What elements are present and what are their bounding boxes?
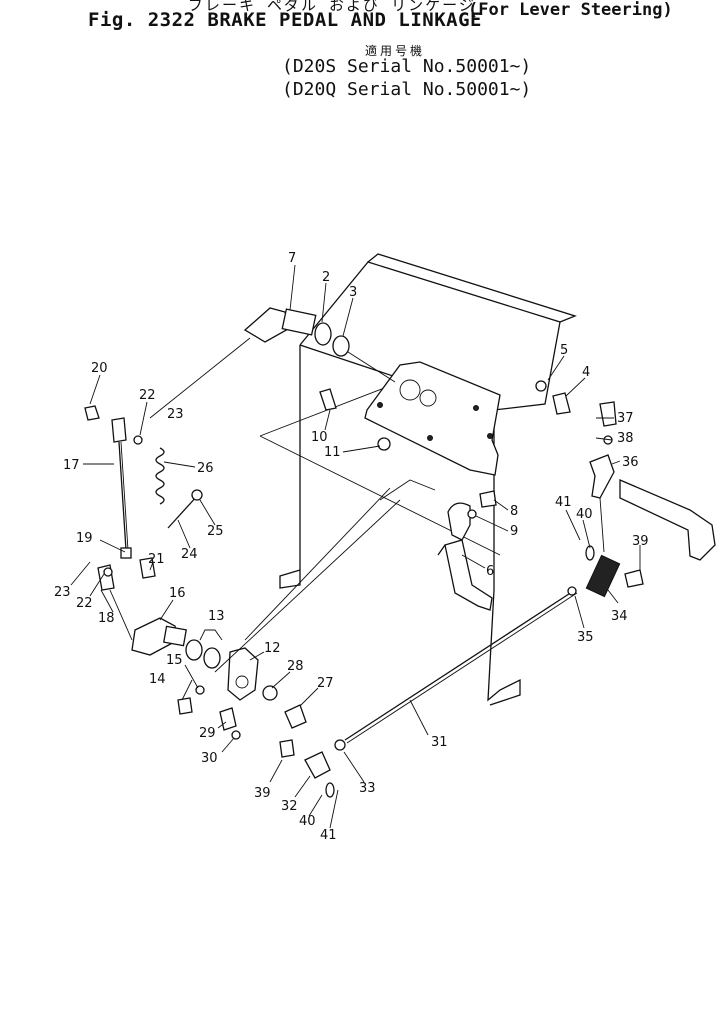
callout-27: 27 xyxy=(317,676,334,691)
callout-25: 25 xyxy=(207,524,224,539)
callout-4: 4 xyxy=(582,365,590,380)
callout-34: 34 xyxy=(611,609,628,624)
right-shaft-arm xyxy=(589,454,716,561)
callout-38: 38 xyxy=(617,431,634,446)
callout-29: 29 xyxy=(199,726,216,741)
callout-40: 40 xyxy=(576,507,593,522)
callout-18: 18 xyxy=(98,611,115,626)
callout-21: 21 xyxy=(148,552,165,567)
callout-41b: 41 xyxy=(320,828,337,843)
figure-title: Fig. 2322 BRAKE PEDAL AND LINKAGE xyxy=(88,9,482,31)
japanese-title: ブレーキ ペダル および リンケージ xyxy=(188,0,476,14)
callout-14: 14 xyxy=(149,672,166,687)
callout-9: 9 xyxy=(510,524,518,539)
callout-22: 22 xyxy=(139,388,156,403)
lever-steering-note: (For Lever Steering) xyxy=(468,0,673,20)
callout-5: 5 xyxy=(560,343,568,358)
callout-32: 32 xyxy=(281,799,298,814)
callout-7: 7 xyxy=(288,251,296,266)
part-callouts: 7 2 3 5 4 20 22 23 17 10 11 26 37 38 36 … xyxy=(54,251,649,843)
callout-20: 20 xyxy=(91,361,108,376)
callout-11: 11 xyxy=(324,445,341,460)
callout-24: 24 xyxy=(181,547,198,562)
callout-15: 15 xyxy=(166,653,183,668)
rod-31 xyxy=(284,554,621,779)
callout-39: 39 xyxy=(632,534,649,549)
callout-41: 41 xyxy=(555,495,572,510)
mounting-plate xyxy=(364,361,501,476)
callout-36: 36 xyxy=(622,455,639,470)
bolts xyxy=(84,380,644,798)
callout-6: 6 xyxy=(486,564,494,579)
callout-22b: 22 xyxy=(76,596,93,611)
callout-28: 28 xyxy=(287,659,304,674)
lower-lever-assembly xyxy=(131,617,259,701)
callout-10: 10 xyxy=(311,430,328,445)
return-spring xyxy=(155,447,203,529)
leader-lines xyxy=(70,264,641,829)
brake-pedal xyxy=(437,502,493,611)
callout-31: 31 xyxy=(431,735,448,750)
callout-8: 8 xyxy=(510,504,518,519)
callout-12: 12 xyxy=(264,641,281,656)
serial-line-d20q: (D20Q Serial No.50001~) xyxy=(282,79,532,100)
callout-35: 35 xyxy=(577,630,594,645)
callout-23: 23 xyxy=(167,407,184,422)
callout-3: 3 xyxy=(349,285,357,300)
callout-40b: 40 xyxy=(299,814,316,829)
serial-line-d20s: (D20S Serial No.50001~) xyxy=(282,56,532,77)
applicability-label: 適用号機 xyxy=(365,44,426,58)
callout-26: 26 xyxy=(197,461,214,476)
callout-39b: 39 xyxy=(254,786,271,801)
callout-13: 13 xyxy=(208,609,225,624)
callout-37: 37 xyxy=(617,411,634,426)
callout-19: 19 xyxy=(76,531,93,546)
callout-17: 17 xyxy=(63,458,80,473)
rod-17 xyxy=(97,417,133,641)
callout-33: 33 xyxy=(359,781,376,796)
callout-2: 2 xyxy=(322,270,330,285)
cross-shaft-upper xyxy=(243,307,396,383)
callout-23b: 23 xyxy=(54,585,71,600)
callout-30: 30 xyxy=(201,751,218,766)
callout-16: 16 xyxy=(169,586,186,601)
